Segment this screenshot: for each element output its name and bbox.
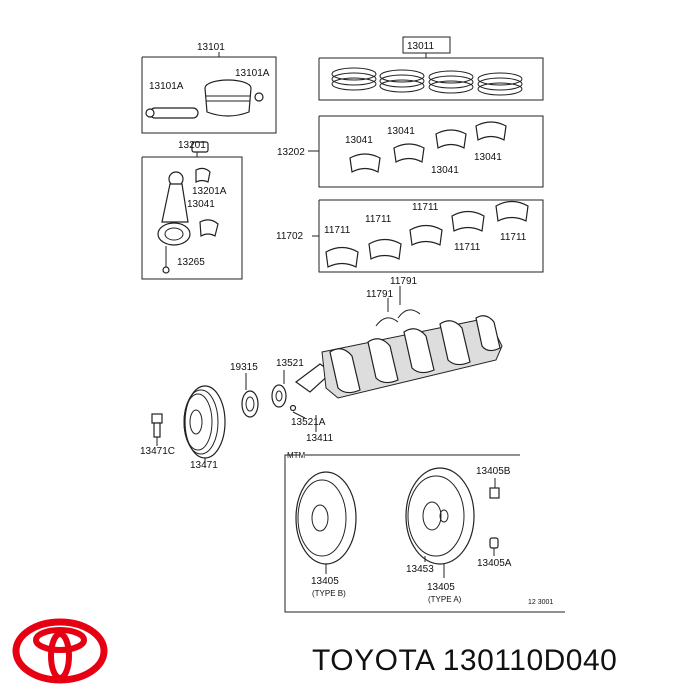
label-13041-c: 13041 (431, 165, 459, 176)
label-type-b: (TYPE B) (312, 589, 346, 598)
crankshaft-pulley (183, 385, 226, 468)
ring-stack-4 (477, 72, 523, 96)
label-11711-d: 11711 (454, 242, 481, 253)
label-13011: 13011 (407, 41, 435, 52)
sprocket-and-key (241, 370, 306, 419)
pulley-bolt (151, 413, 163, 446)
label-13101: 13101 (197, 42, 225, 53)
label-mtm: MTM (287, 451, 306, 460)
label-13471c: 13471C (140, 446, 175, 457)
label-13453: 13453 (406, 564, 434, 575)
label-13041-rod: 13041 (187, 199, 215, 210)
piston-ring-set (318, 36, 544, 101)
rod-bearing-group (308, 115, 544, 188)
label-11791-b: 11791 (366, 289, 394, 300)
flywheel-type-b (295, 471, 357, 574)
diagram-code: 12 3001 (528, 599, 553, 606)
piston-group (141, 52, 277, 134)
label-13041-b: 13041 (387, 126, 415, 137)
flywheel-pin (489, 537, 499, 556)
ring-stack-2 (379, 69, 425, 93)
mtm-section (284, 454, 565, 613)
ring-stack-3 (428, 70, 474, 94)
label-13041-a: 13041 (345, 135, 373, 146)
label-13521a: 13521A (291, 417, 326, 428)
connecting-rod-group (141, 141, 243, 280)
toyota-logo (12, 618, 108, 689)
label-11702: 11702 (276, 231, 304, 242)
label-13471: 13471 (190, 460, 218, 471)
label-13265: 13265 (177, 257, 205, 268)
label-13405-right: 13405 (427, 582, 455, 593)
label-13101a-right: 13101A (235, 68, 270, 79)
flywheel-bolt (489, 478, 500, 499)
label-11711-e: 11711 (500, 232, 527, 243)
label-13405a: 13405A (477, 558, 512, 569)
label-13101a-left: 13101A (149, 81, 184, 92)
label-13201: 13201 (178, 140, 206, 151)
label-11791-a: 11791 (390, 276, 418, 287)
label-19315: 19315 (230, 362, 258, 373)
label-13521: 13521 (276, 358, 304, 369)
label-13411: 13411 (306, 433, 334, 444)
flywheel-type-a (405, 467, 475, 578)
main-bearing-group (312, 199, 544, 273)
brand-part-number: TOYOTA 130110D040 (312, 644, 618, 677)
label-13201a: 13201A (192, 186, 227, 197)
label-11711-c: 11711 (412, 202, 439, 213)
thrust-washer-group (375, 286, 421, 327)
label-13405b: 13405B (476, 466, 511, 477)
ring-stack-1 (331, 67, 377, 91)
label-13405-left: 13405 (311, 576, 339, 587)
label-13202: 13202 (277, 147, 305, 158)
crankshaft (294, 315, 503, 432)
label-11711-a: 11711 (324, 225, 351, 236)
label-13041-d: 13041 (474, 152, 502, 163)
label-11711-b: 11711 (365, 214, 392, 225)
label-type-a: (TYPE A) (428, 595, 462, 604)
